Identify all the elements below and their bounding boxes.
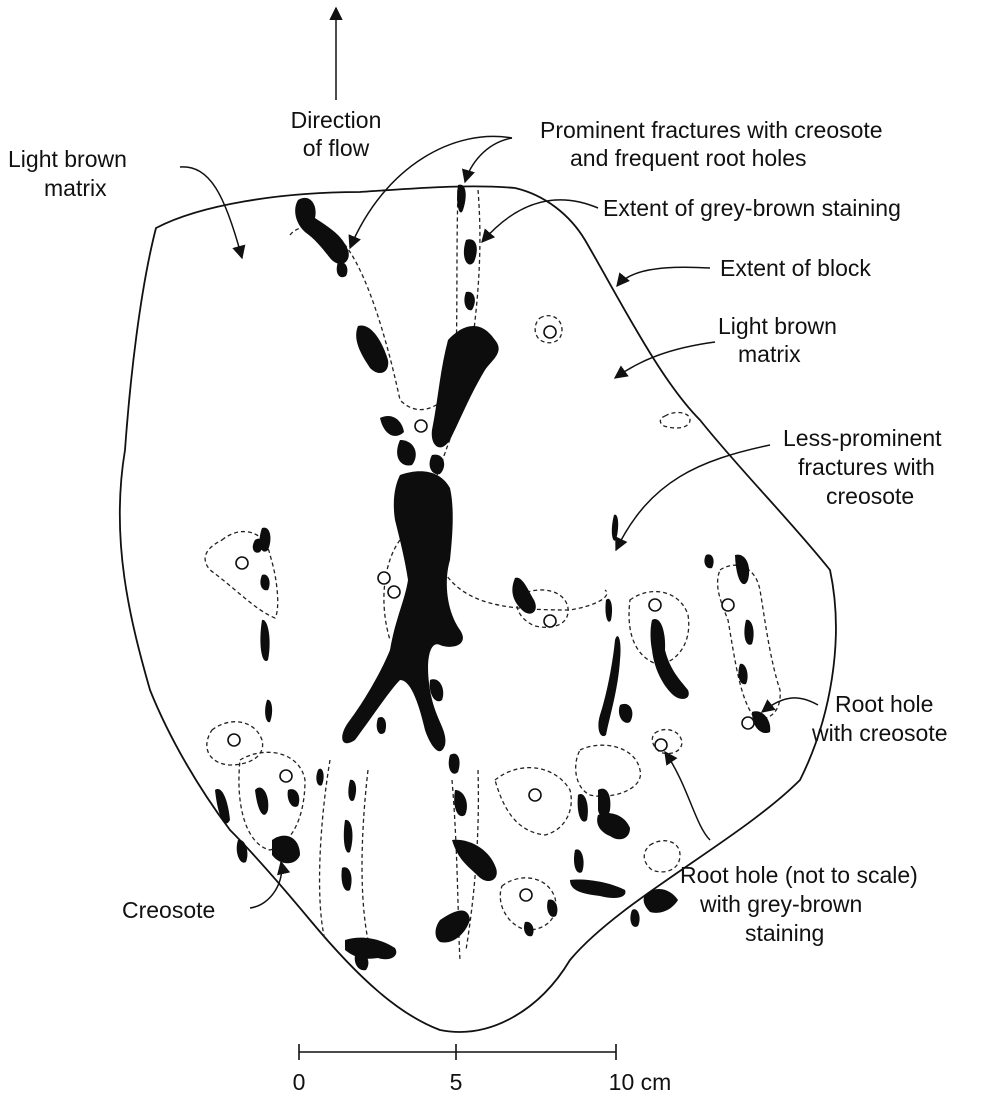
label-light-brown-right-2: matrix (738, 341, 801, 367)
scale-bar: 0 5 10 cm (293, 1044, 672, 1095)
label-light-brown-left-2: matrix (44, 175, 107, 201)
scale-tick-0: 0 (293, 1069, 306, 1095)
label-less-prominent-2: fractures with (798, 454, 935, 480)
label-root-hole-scale-2: with grey-brown (699, 891, 862, 917)
label-extent-block: Extent of block (720, 255, 871, 281)
label-root-hole-creosote-1: Root hole (835, 691, 933, 717)
creosote-fills (215, 185, 770, 971)
label-less-prominent-1: Less-prominent (783, 425, 942, 451)
label-direction-line2: of flow (303, 135, 370, 161)
label-light-brown-left-1: Light brown (8, 146, 127, 172)
label-prominent-1: Prominent fractures with creosote (540, 117, 883, 143)
label-less-prominent-3: creosote (826, 483, 914, 509)
label-prominent-2: and frequent root holes (570, 145, 807, 171)
label-root-hole-creosote-2: with creosote (811, 720, 948, 746)
label-creosote: Creosote (122, 897, 215, 923)
label-root-hole-scale-1: Root hole (not to scale) (680, 862, 918, 888)
label-light-brown-right-1: Light brown (718, 313, 837, 339)
label-grey-brown-staining: Extent of grey-brown staining (603, 195, 901, 221)
scale-tick-10cm: 10 cm (609, 1069, 672, 1095)
leader-arrows (180, 136, 818, 908)
label-direction-line1: Direction (291, 107, 382, 133)
label-root-hole-scale-3: staining (745, 920, 824, 946)
scale-tick-5: 5 (450, 1069, 463, 1095)
